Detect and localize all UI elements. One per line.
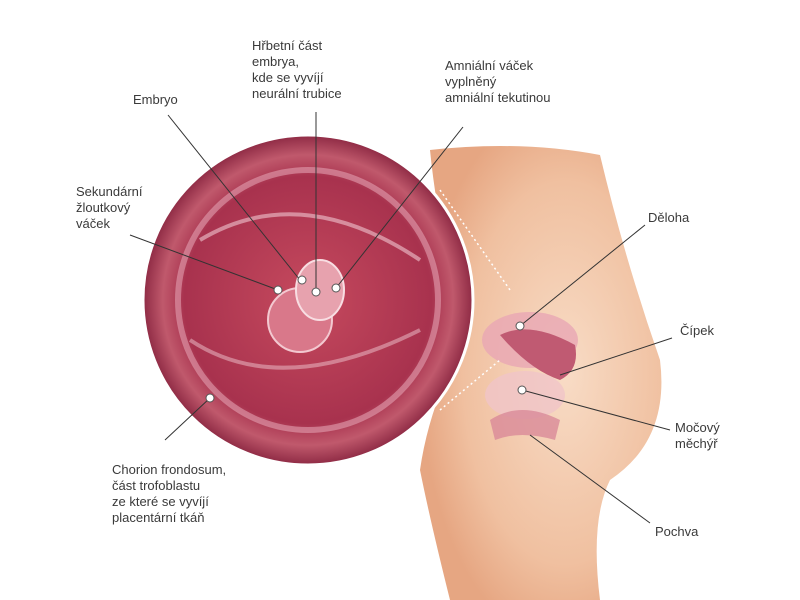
leader-line-bladder [521, 389, 671, 431]
leader-line-yolk-sac [129, 234, 279, 291]
marker-dot [205, 393, 215, 403]
sac-fold [198, 212, 422, 262]
sac-inner-ring [175, 167, 441, 433]
leader-line-vagina [529, 434, 651, 524]
label-bladder: Močový měchýř [675, 420, 720, 451]
marker-dot [273, 285, 283, 295]
label-chorion: Chorion frondosum, část trofoblastu ze k… [112, 462, 227, 525]
leader-line-uterus [519, 224, 646, 327]
sac-fold [188, 328, 421, 370]
label-uterus: Děloha [648, 210, 690, 225]
leader-line-embryo [167, 114, 301, 281]
pelvic-organs [482, 312, 578, 440]
leader-lines [129, 112, 673, 524]
label-yolk-sac: Sekundární žloutkový váček [76, 184, 143, 231]
marker-dot [311, 287, 321, 297]
leader-line-amniotic-sac [335, 126, 464, 289]
label-dorsal-part: Hřbetní část embrya, kde se vyvíjí neurá… [252, 38, 342, 101]
marker-dot [331, 283, 341, 293]
label-amniotic-sac: Amniální váček vyplněný amniální tekutin… [445, 58, 551, 105]
leader-line-cervix [559, 337, 673, 376]
label-cervix: Čípek [680, 323, 714, 338]
marker-dots [205, 275, 527, 403]
label-vagina: Pochva [655, 524, 699, 539]
label-embryo: Embryo [133, 92, 178, 107]
marker-dot [517, 385, 527, 395]
zoom-connector-line [439, 359, 501, 411]
zoom-connector-line [439, 189, 511, 291]
marker-dot [297, 275, 307, 285]
leader-line-chorion [164, 397, 211, 441]
marker-dot [515, 321, 525, 331]
